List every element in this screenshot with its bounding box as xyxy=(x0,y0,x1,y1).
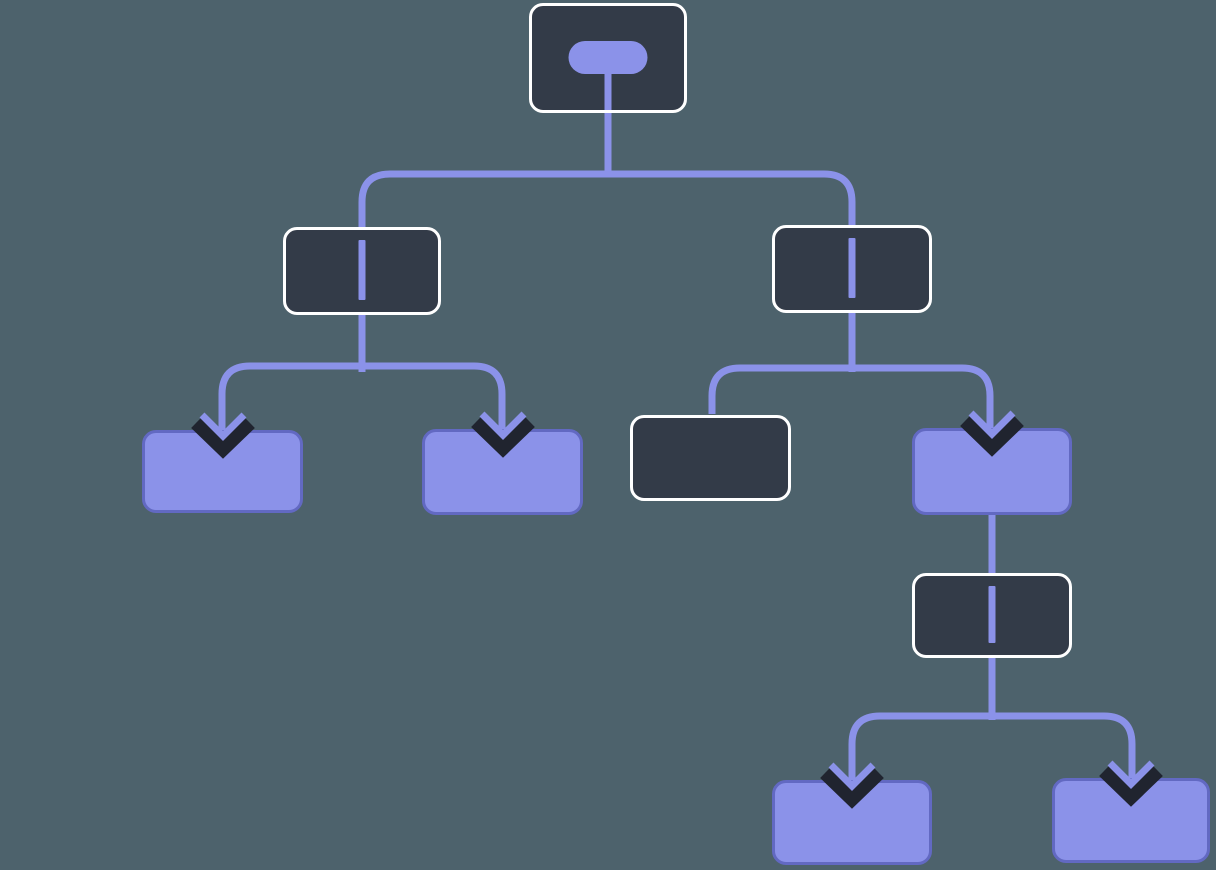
divider-bar xyxy=(988,586,996,643)
node-leaf-3 xyxy=(912,428,1072,515)
pill-stem xyxy=(604,68,612,110)
node-branch-mid xyxy=(912,573,1072,658)
node-root xyxy=(529,3,687,113)
connector-left-split xyxy=(218,362,506,434)
node-branch-left xyxy=(283,227,441,315)
connector-root-split xyxy=(358,170,856,230)
node-leaf-2 xyxy=(422,429,583,515)
node-leaf-1 xyxy=(142,430,303,513)
connector-mid-split xyxy=(848,712,1136,784)
connector-right-split xyxy=(708,364,994,434)
divider-bar xyxy=(358,240,366,300)
node-branch-right xyxy=(772,225,932,313)
node-dark-leaf xyxy=(630,415,791,501)
node-leaf-5 xyxy=(1052,778,1210,863)
node-leaf-4 xyxy=(772,780,932,865)
divider-bar xyxy=(848,238,856,298)
